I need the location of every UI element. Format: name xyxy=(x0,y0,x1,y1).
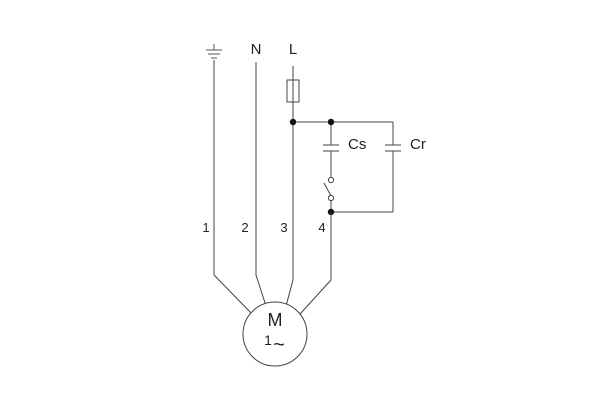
motor-letter: M xyxy=(268,310,283,330)
wire-number-4: 4 xyxy=(318,220,325,235)
wire-number-1: 1 xyxy=(202,220,209,235)
wire-4-auxiliary xyxy=(299,212,332,315)
run-capacitor-label: Cr xyxy=(410,136,426,153)
wire-number-2: 2 xyxy=(241,220,248,235)
junction-node xyxy=(289,118,297,126)
neutral-terminal-label: N xyxy=(251,41,262,58)
centrifugal-switch-blade xyxy=(323,182,332,197)
motor-circle xyxy=(242,301,308,367)
wire-2-neutral xyxy=(255,62,267,307)
start-capacitor-label: Cs xyxy=(348,136,366,153)
wire-3-line xyxy=(285,66,300,307)
switch-contact-top xyxy=(327,176,335,184)
line-terminal-label: L xyxy=(289,41,297,58)
wire-number-3: 3 xyxy=(280,220,287,235)
capacitor-network xyxy=(289,118,401,216)
wire-1-earth xyxy=(213,60,254,316)
switch-contact-bottom xyxy=(327,194,335,202)
junction-node xyxy=(327,118,335,126)
motor-symbol: M 1 ~ xyxy=(242,301,308,367)
motor-phase-count: 1 xyxy=(264,332,272,348)
motor-ac-symbol: ~ xyxy=(273,334,285,356)
earth-symbol xyxy=(206,44,222,59)
